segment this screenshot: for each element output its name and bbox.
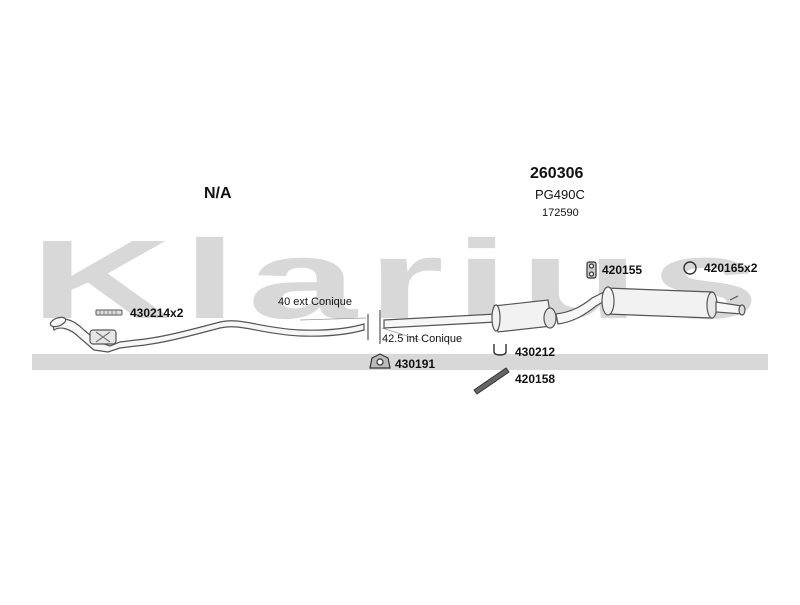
watermark-underline — [32, 354, 768, 370]
middle-silencer — [491, 291, 607, 333]
ext-conique-label: 40 ext Conique — [278, 296, 352, 308]
hanger-bar-icon — [473, 367, 510, 395]
reference-code: PG490C — [535, 187, 585, 202]
front-downpipe — [49, 316, 365, 353]
rubber-hanger-label: 420155 — [602, 263, 643, 277]
clamp-front-label: 430214x2 — [130, 306, 184, 320]
secondary-number: 172590 — [542, 207, 579, 219]
u-clamp-icon — [493, 344, 507, 356]
ring-icon — [683, 261, 697, 275]
rubber-hanger-icon — [586, 261, 597, 279]
int-conique-label: 42.5 int Conique — [382, 333, 463, 345]
bolt-icon — [95, 309, 123, 316]
conique-joint — [299, 310, 421, 344]
hanger-mount-label: 430191 — [395, 357, 436, 371]
ring-hanger-label: 420165x2 — [704, 261, 758, 275]
main-part-number: 260306 — [530, 165, 584, 182]
rear-silencer — [601, 286, 746, 319]
hanger-bar-label: 420158 — [515, 372, 556, 386]
u-clamp-label: 430212 — [515, 345, 556, 359]
rubber-mount-icon — [369, 353, 391, 369]
assembly-title: N/A — [204, 185, 232, 202]
